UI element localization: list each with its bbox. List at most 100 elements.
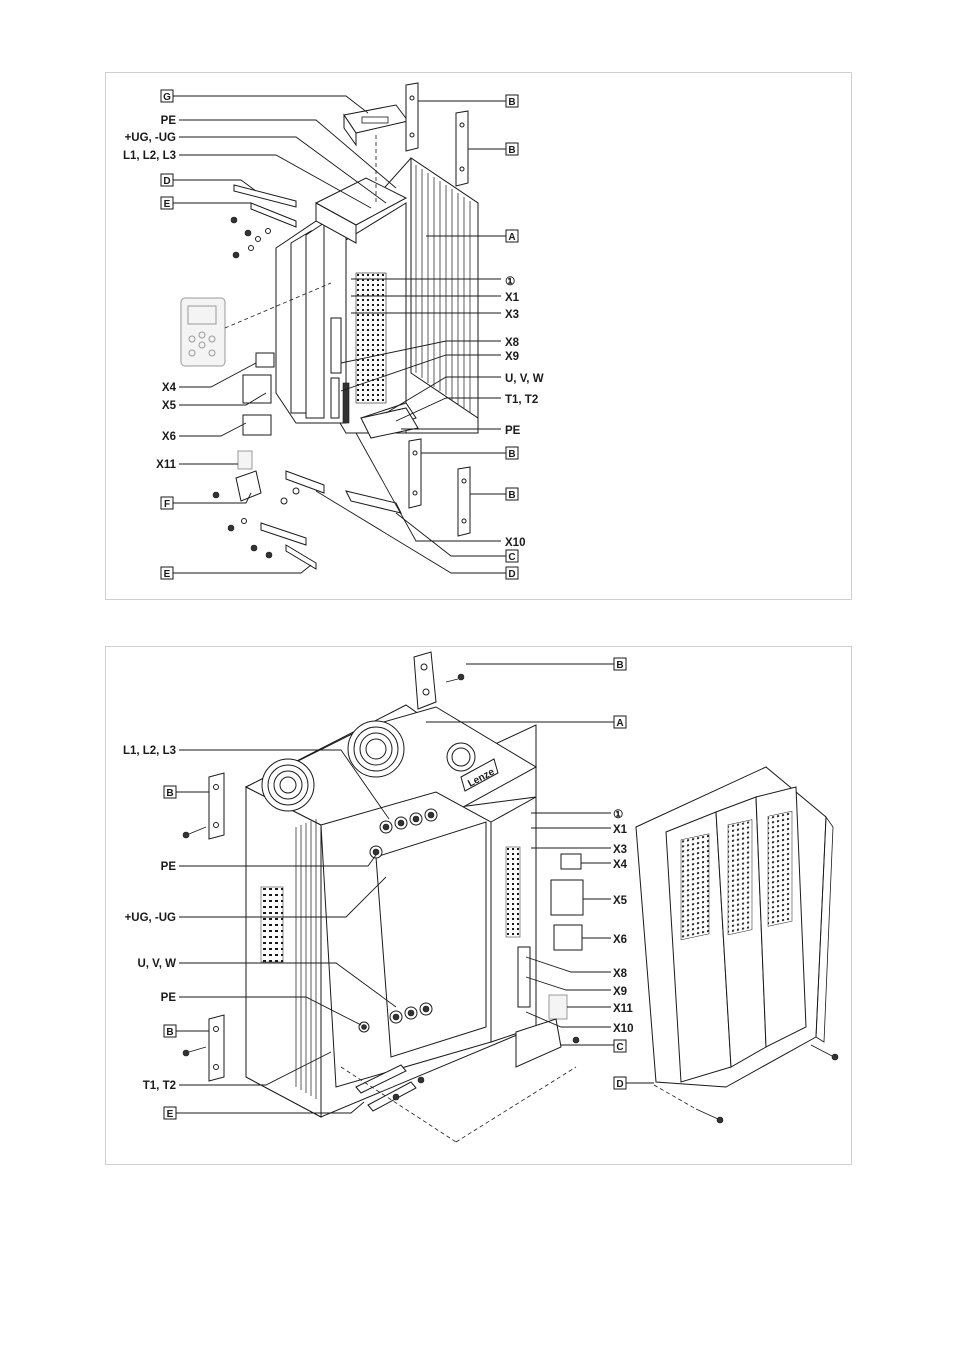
label-x8-bottom: X8 <box>526 957 628 980</box>
svg-text:X5: X5 <box>613 895 628 907</box>
connector-plugs-x4-x5-x6 <box>243 353 274 435</box>
label-g: G <box>161 90 368 113</box>
label-x4-bottom: X4 <box>581 859 628 871</box>
svg-text:X9: X9 <box>505 351 519 363</box>
svg-text:X8: X8 <box>505 337 520 349</box>
label-x10: X10 <box>356 433 525 549</box>
inverter-body-top <box>276 158 478 433</box>
part-b-bracket-bottom-2 <box>458 467 470 536</box>
svg-text:X6: X6 <box>613 934 627 946</box>
svg-text:PE: PE <box>161 115 177 127</box>
part-d-lower-cover <box>346 491 401 513</box>
label-f: F <box>161 493 251 510</box>
svg-text:X3: X3 <box>505 309 519 321</box>
label-b-left-2: B <box>164 1025 209 1038</box>
svg-text:G: G <box>163 92 171 103</box>
svg-text:B: B <box>508 97 515 108</box>
svg-text:X10: X10 <box>613 1023 633 1035</box>
label-x1-bottom: X1 <box>531 824 628 836</box>
label-x11-bottom: X11 <box>567 1003 633 1015</box>
label-x9-bottom: X9 <box>526 977 627 998</box>
svg-text:X11: X11 <box>156 459 176 471</box>
part-b-bracket-top-1 <box>406 83 418 151</box>
svg-text:X10: X10 <box>505 537 525 549</box>
svg-text:B: B <box>166 1027 173 1038</box>
label-b-4: B <box>470 488 518 501</box>
connector-plugs-x4-x5-x6-bottom <box>551 854 583 950</box>
svg-text:D: D <box>616 1079 623 1090</box>
part-b-bracket-bottom-1 <box>409 439 421 508</box>
svg-text:E: E <box>164 199 171 210</box>
svg-text:X4: X4 <box>162 382 177 394</box>
svg-text:X4: X4 <box>613 859 628 871</box>
svg-text:PE: PE <box>161 861 177 873</box>
part-d-front-cover <box>636 767 833 1087</box>
label-d-bottom: D <box>614 1077 654 1090</box>
svg-text:B: B <box>508 490 515 501</box>
svg-text:U, V, W: U, V, W <box>505 373 544 385</box>
bottom-exploded-view-diagram: Lenze <box>106 647 853 1166</box>
part-e-lower-rail <box>228 519 316 570</box>
top-exploded-view-panel: G PE +UG, -UG L1, L2, L3 D E X4 X5 X6 X1… <box>105 72 852 600</box>
label-b-left-1: B <box>164 786 209 799</box>
svg-text:X3: X3 <box>613 844 627 856</box>
svg-text:①: ① <box>613 808 624 821</box>
part-c-shield-plate <box>281 471 324 504</box>
svg-text:L1, L2, L3: L1, L2, L3 <box>123 150 176 162</box>
x11-plug <box>238 451 252 469</box>
svg-text:X1: X1 <box>613 824 628 836</box>
part-b-bracket-left-1 <box>183 773 224 839</box>
label-c-bottom: C <box>561 1040 626 1053</box>
label-e-top-left: E <box>161 197 251 210</box>
svg-text:E: E <box>164 569 171 580</box>
svg-text:D: D <box>163 176 170 187</box>
label-circle1-bottom: ① <box>531 808 624 821</box>
svg-text:B: B <box>166 788 173 799</box>
front-vent-grid <box>356 273 386 403</box>
label-b-3: B <box>421 447 518 460</box>
keypad-module <box>181 298 225 366</box>
svg-text:L1, L2, L3: L1, L2, L3 <box>123 745 176 757</box>
svg-text:E: E <box>167 1109 174 1120</box>
inverter-body-bottom: Lenze <box>246 705 536 1117</box>
top-exploded-view-diagram: G PE +UG, -UG L1, L2, L3 D E X4 X5 X6 X1… <box>106 73 853 601</box>
svg-text:F: F <box>164 499 170 510</box>
label-x6-top: X6 <box>162 423 246 443</box>
svg-text:A: A <box>508 232 515 243</box>
svg-text:PE: PE <box>505 425 521 437</box>
svg-text:X11: X11 <box>613 1003 633 1015</box>
label-b-top-bottom: B <box>466 658 626 671</box>
svg-text:+UG, -UG: +UG, -UG <box>125 912 176 924</box>
svg-text:B: B <box>508 449 515 460</box>
svg-text:①: ① <box>505 275 516 288</box>
svg-text:PE: PE <box>161 992 177 1004</box>
label-e-bottom-left: E <box>161 565 311 580</box>
label-x6-bottom: X6 <box>582 934 627 946</box>
svg-text:B: B <box>508 145 515 156</box>
svg-text:X5: X5 <box>162 400 177 412</box>
svg-text:X6: X6 <box>162 431 176 443</box>
svg-text:X8: X8 <box>613 968 628 980</box>
svg-text:C: C <box>508 552 515 563</box>
bottom-exploded-view-panel: Lenze <box>105 646 852 1165</box>
svg-text:A: A <box>616 718 623 729</box>
part-b-bracket-top <box>414 652 464 709</box>
part-f-shield-clamp <box>213 471 261 501</box>
svg-text:C: C <box>616 1042 623 1053</box>
x11-plug-bottom <box>549 995 567 1019</box>
svg-text:+UG, -UG: +UG, -UG <box>125 132 176 144</box>
label-x4-top: X4 <box>162 363 256 394</box>
svg-text:T1, T2: T1, T2 <box>143 1080 176 1092</box>
part-b-bracket-left-2 <box>183 1015 224 1081</box>
svg-text:U, V, W: U, V, W <box>137 958 176 970</box>
svg-text:X9: X9 <box>613 986 627 998</box>
svg-text:D: D <box>508 569 515 580</box>
svg-text:T1, T2: T1, T2 <box>505 394 538 406</box>
label-b-1: B <box>418 95 518 108</box>
label-x11-top: X11 <box>156 459 238 471</box>
label-b-2: B <box>468 143 518 156</box>
svg-text:B: B <box>616 660 623 671</box>
part-b-bracket-top-2 <box>456 111 468 186</box>
svg-text:X1: X1 <box>505 292 520 304</box>
label-x5-bottom: X5 <box>583 895 628 907</box>
